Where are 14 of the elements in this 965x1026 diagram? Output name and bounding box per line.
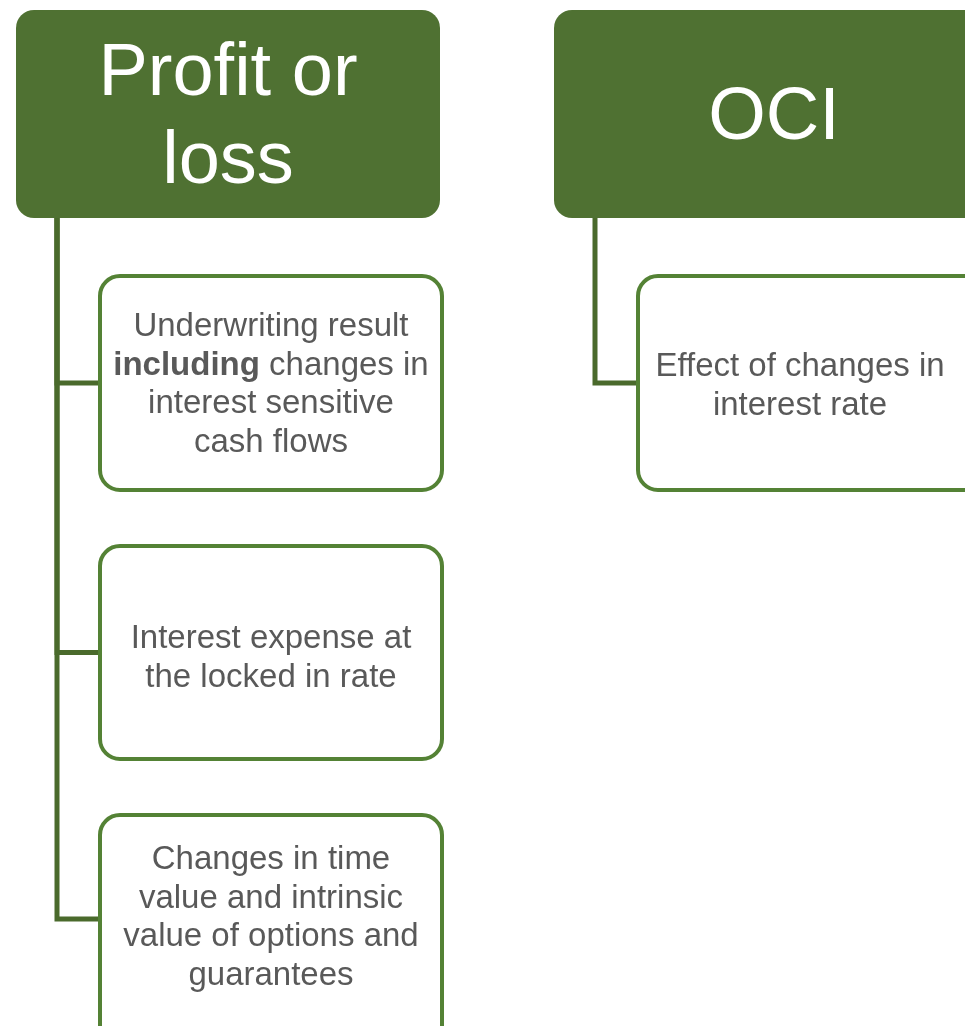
item-text: Interest expense at the locked in rate	[129, 618, 413, 695]
item-text: Underwriting result including changes in interest sensitive cash flows	[112, 306, 430, 460]
connector-line	[592, 218, 636, 386]
item-box	[98, 274, 444, 492]
connector-line	[54, 218, 98, 922]
item-text: Effect of changes in interest rate	[654, 346, 946, 423]
item-box	[636, 274, 965, 492]
category-box	[554, 10, 965, 218]
item-text: Changes in time value and intrinsic value of options and guarantees	[122, 839, 420, 993]
category-title: Profit or loss	[97, 27, 359, 201]
item-box	[98, 813, 444, 1026]
category-title: OCI	[708, 71, 840, 157]
item-box	[98, 544, 444, 761]
category-box	[16, 10, 440, 218]
